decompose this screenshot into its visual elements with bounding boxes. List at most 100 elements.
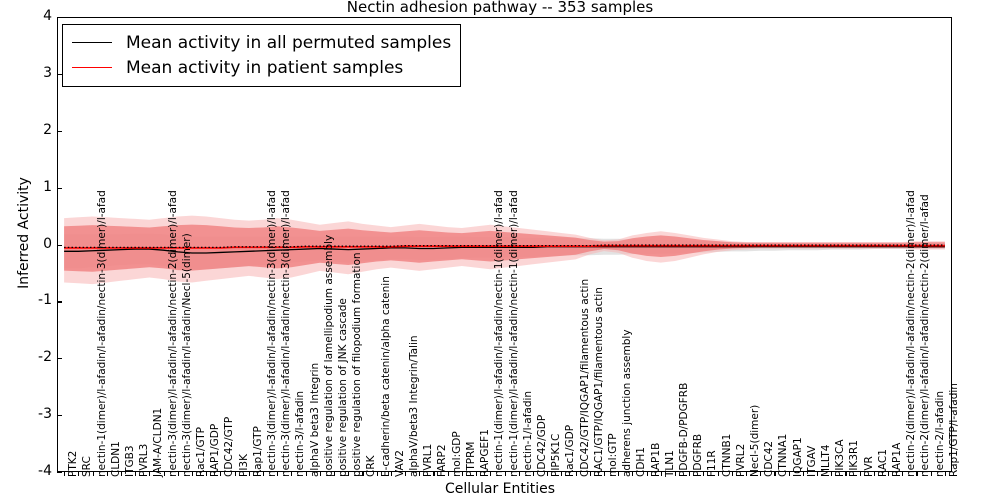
- x-tick-label: nectin-3/l-afadin: [294, 390, 307, 477]
- y-tick-label: -4: [38, 463, 52, 479]
- x-tick-mark: [845, 472, 847, 476]
- y-tick-mark: [57, 301, 62, 303]
- legend-swatch-patient: [72, 67, 112, 68]
- x-tick-label: positive regulation of JNK cascade: [337, 298, 350, 477]
- y-tick-label: -3: [38, 406, 52, 423]
- y-tick-mark: [57, 130, 62, 132]
- x-tick-label: nectin-1/l-afadin: [521, 390, 534, 477]
- line-patient-mean-dotted: [64, 244, 945, 248]
- x-tick-label: SRC: [81, 456, 94, 477]
- x-tick-label: CDH1: [635, 447, 648, 477]
- x-tick-mark: [561, 472, 563, 476]
- x-tick-mark: [106, 472, 108, 476]
- x-tick-mark: [788, 472, 790, 476]
- x-tick-label: CLDN1: [109, 441, 122, 477]
- x-tick-mark: [689, 472, 691, 476]
- x-tick-label: nectin-3(dimer)/l-afadin/l-afadin/nectin…: [280, 190, 293, 477]
- x-tick-mark: [731, 472, 733, 476]
- x-tick-label: nectin-1(dimer)/l-afadin/l-afadin/nectin…: [493, 190, 506, 477]
- x-tick-mark: [703, 472, 705, 476]
- y-tick-mark: [57, 472, 62, 474]
- x-tick-mark: [206, 472, 208, 476]
- x-tick-label: E-cadherin/beta catenin/alpha catenin: [379, 276, 392, 477]
- x-tick-label: mol:GDP: [450, 431, 463, 477]
- x-tick-label: Rac1/GTP: [194, 427, 207, 477]
- x-tick-mark: [575, 472, 577, 476]
- x-tick-label: mol:GTP: [606, 433, 619, 477]
- x-tick-label: CDC42/GTP: [223, 416, 236, 477]
- x-tick-label: PVRL3: [138, 443, 151, 477]
- y-tick-mark: [57, 415, 62, 417]
- x-tick-mark: [177, 472, 179, 476]
- x-tick-label: nectin-1(dimer)/l-afadin/l-afadin/nectin…: [95, 190, 108, 477]
- x-tick-mark: [618, 472, 620, 476]
- x-tick-mark: [405, 472, 407, 476]
- x-tick-label: PVR: [862, 456, 875, 477]
- x-tick-label: RAC1: [876, 449, 889, 477]
- x-tick-mark: [504, 472, 506, 476]
- x-tick-mark: [120, 472, 123, 476]
- x-tick-mark: [334, 472, 336, 476]
- x-tick-mark: [589, 472, 591, 476]
- x-tick-label: PVRL2: [734, 443, 747, 477]
- y-tick-label: 2: [43, 121, 52, 138]
- x-tick-mark: [262, 472, 265, 476]
- x-tick-mark: [234, 472, 236, 476]
- x-tick-mark: [376, 472, 378, 476]
- x-tick-mark: [532, 472, 534, 476]
- x-tick-label: nectin-2(dimer)/l-afadin/l-afadin/nectin…: [919, 194, 932, 477]
- x-tick-mark: [64, 472, 66, 476]
- x-tick-label: PVRL1: [422, 443, 435, 477]
- x-tick-label: nectin-3(dimer)/l-afadin/l-afadin/nectin…: [265, 190, 278, 477]
- x-tick-mark: [319, 472, 321, 476]
- x-tick-label: CDC42/GDP: [535, 414, 548, 477]
- x-tick-label: nectin-3(dimer)/l-afadin/l-afadin/Necl-5…: [180, 233, 193, 477]
- x-tick-mark: [916, 472, 918, 476]
- x-tick-mark: [930, 472, 932, 476]
- x-tick-mark: [362, 472, 364, 476]
- x-tick-mark: [746, 472, 748, 476]
- plot-frame: [57, 17, 952, 472]
- x-tick-mark: [135, 472, 137, 476]
- x-tick-mark: [817, 472, 819, 476]
- x-tick-label: PIK3CA: [834, 439, 847, 477]
- x-tick-mark: [632, 472, 634, 476]
- x-tick-label: TLN1: [663, 450, 676, 477]
- x-tick-mark: [603, 472, 606, 476]
- x-tick-label: CDC42: [763, 440, 776, 477]
- x-tick-mark: [277, 472, 279, 476]
- x-tick-mark: [717, 472, 719, 476]
- legend-item-patient: Mean activity in patient samples: [72, 55, 451, 80]
- x-tick-mark: [390, 472, 392, 476]
- x-tick-mark: [831, 472, 833, 476]
- y-tick-mark: [57, 187, 62, 189]
- x-tick-label: CDC42/GTP/IQGAP1/filamentous actin: [578, 278, 591, 477]
- legend-item-permuted: Mean activity in all permuted samples: [72, 30, 451, 55]
- x-tick-label: Rap1/GTP/l-afadin: [947, 383, 960, 477]
- x-tick-label: CTNNB1: [720, 433, 733, 477]
- x-tick-mark: [447, 472, 449, 476]
- x-tick-mark: [873, 472, 875, 476]
- x-tick-mark: [646, 472, 648, 476]
- x-tick-label: Necl-5(dimer): [749, 404, 761, 477]
- x-tick-mark: [944, 472, 946, 476]
- legend: Mean activity in all permuted samples Me…: [62, 24, 462, 87]
- x-tick-label: Rap1/GTP: [251, 426, 264, 477]
- y-tick-label: 0: [43, 235, 52, 252]
- x-tick-mark: [859, 472, 861, 476]
- x-tick-label: positive regulation of lamellipodium ass…: [322, 234, 335, 477]
- x-tick-mark: [760, 472, 762, 476]
- x-tick-mark: [674, 472, 677, 476]
- x-tick-label: PIK3R1: [848, 440, 861, 477]
- x-tick-mark: [291, 472, 293, 476]
- chart-title: Nectin adhesion pathway -- 353 samples: [346, 0, 654, 16]
- x-tick-mark: [547, 472, 549, 476]
- x-tick-label: RAC1/GTP/IQGAP1/filamentous actin: [592, 287, 605, 477]
- x-tick-label: JAM-A/CLDN1: [152, 407, 165, 477]
- series-lines: [64, 244, 945, 254]
- x-tick-mark: [305, 472, 307, 476]
- y-tick-mark: [57, 244, 62, 246]
- x-tick-mark: [419, 472, 421, 476]
- x-tick-label: nectin-3(dimer)/l-afadin/l-afadin/nectin…: [166, 190, 179, 477]
